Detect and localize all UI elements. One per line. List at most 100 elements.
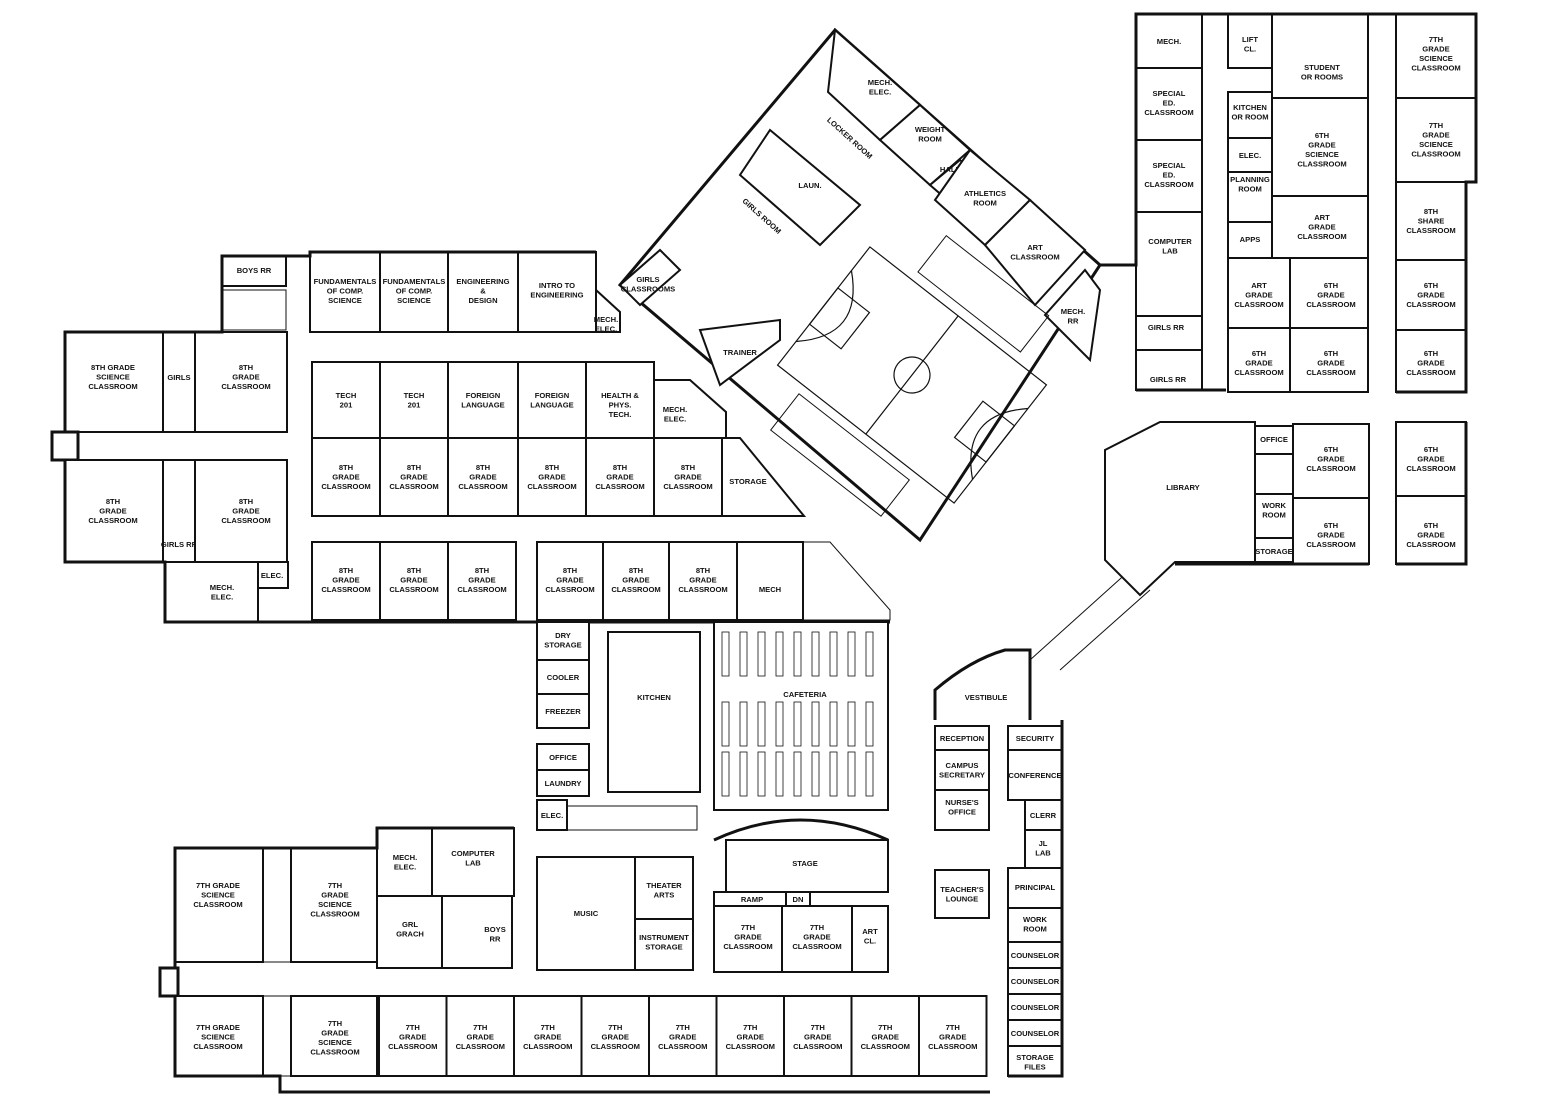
west-south-wall [52, 458, 890, 624]
room-label-line: ENGINEERING [456, 277, 509, 286]
cafeteria-table [721, 751, 730, 797]
room-label-line: CLASSROOM [792, 942, 841, 951]
room-label-line: 7TH [328, 1019, 342, 1028]
room-office-lib: OFFICE [1254, 425, 1294, 455]
room-girls-rr-w: GIRLS RR [161, 459, 198, 563]
room-label-line: GRADE [1317, 359, 1344, 368]
room-label-line: CLASSROOM [1234, 300, 1283, 309]
room-label-line: GRADE [1417, 531, 1444, 540]
cafeteria-table [829, 701, 838, 747]
room-label-line: FUNDAMENTALS [383, 277, 446, 286]
room-label: STORAGE [729, 477, 766, 486]
restroom-row [566, 805, 698, 831]
room-label-line: BOYS [484, 925, 506, 934]
room-elec-w: ELEC. [257, 561, 289, 589]
room-label-line: STUDENT [1304, 63, 1340, 72]
room-label-line: CLASSROOM [726, 1042, 775, 1051]
room-label-line: DN [793, 895, 804, 904]
room-label-line: BOYS RR [237, 266, 272, 275]
room-label-line: DESIGN [468, 296, 497, 305]
room-label-line: FREEZER [545, 707, 581, 716]
room-label-line: MECH. [393, 853, 417, 862]
room-label-line: 6TH [1324, 281, 1338, 290]
room-label-line: PLANNING [1230, 175, 1270, 184]
room-laundry: LAUNDRY [536, 769, 590, 797]
room-label-line: CLASSROOM [545, 585, 594, 594]
room-label-line: FOREIGN [466, 391, 501, 400]
room-label-line: SECURITY [1016, 734, 1054, 743]
room-label-line: OF COMP. [396, 287, 433, 296]
room-office-kitchen: OFFICE [536, 743, 590, 771]
room-label-line: 8TH GRADE [91, 363, 135, 372]
room-label-line: ELEC. [1239, 151, 1261, 160]
room-label-line: GRADE [622, 576, 649, 585]
room-label-line: GRADE [232, 373, 259, 382]
room-label-line: CLASSROOM [458, 482, 507, 491]
sw-north-wall [173, 826, 514, 968]
room-label-line: GRADE [321, 891, 348, 900]
room-label-line: GRADE [1317, 531, 1344, 540]
room-conference: CONFERENCE [1007, 749, 1063, 801]
room-label: DN [793, 895, 804, 904]
room-label-line: CLASSROOM [88, 382, 137, 391]
room-label: MECH.ELEC. [663, 405, 687, 424]
cafeteria-table [811, 631, 820, 677]
room-label-line: ROOM [1262, 511, 1286, 520]
room-label-line: GRADE [872, 1033, 899, 1042]
room-label-line: 8TH [339, 566, 353, 575]
cafeteria-table [829, 751, 838, 797]
room-label-line: MECH. [1061, 307, 1085, 316]
room-mech-cafe: MECH [736, 541, 804, 621]
room-label-line: RAMP [741, 895, 763, 904]
room-label: MECH.ELEC. [594, 315, 618, 334]
room-label-line: ART [1251, 281, 1267, 290]
room-ramp: RAMP [713, 891, 787, 907]
room-storage-mid: STORAGE [721, 437, 807, 517]
room-label-line: TECH [336, 391, 357, 400]
room-label-line: 6TH [1424, 521, 1438, 530]
room-label-line: LANGUAGE [530, 401, 573, 410]
room-label-line: CLASSROOM [1306, 464, 1355, 473]
room-boys-rr-top: BOYS RR [221, 255, 287, 287]
room-label-line: CLASSROOM [1406, 300, 1455, 309]
room-label-line: ARTS [654, 891, 675, 900]
room-label-line: GIRLS RR [161, 540, 198, 549]
room-label-line: GRADE [734, 933, 761, 942]
east-outer-wall [1175, 422, 1468, 566]
room-label-line: GRADE [232, 507, 259, 516]
corner-room [802, 541, 891, 621]
room-label-line: STAGE [792, 859, 818, 868]
cafeteria-table [721, 701, 730, 747]
room-label: MECH [759, 585, 781, 594]
room-label: OFFICE [549, 753, 577, 762]
room-label-line: CLASSROOM [221, 382, 270, 391]
room-label: COUNSELOR [1011, 951, 1060, 960]
room-label-line: 8TH [681, 463, 695, 472]
room-label-line: SCIENCE [201, 1033, 235, 1042]
room-label: RAMP [741, 895, 763, 904]
room-label-line: VESTIBULE [965, 693, 1008, 702]
